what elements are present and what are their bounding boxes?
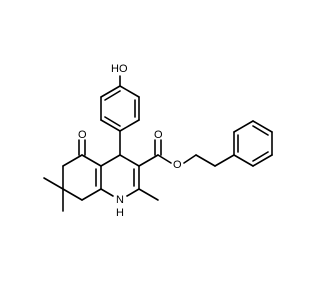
bond-methyl xyxy=(43,177,64,190)
bond xyxy=(100,154,121,167)
bond xyxy=(119,154,140,167)
bond xyxy=(183,154,197,164)
bond xyxy=(252,154,273,167)
ketone-oxygen-label: O xyxy=(78,129,87,141)
bond xyxy=(252,120,273,133)
ester-carbonyl-oxygen-label: O xyxy=(154,129,163,141)
bond xyxy=(81,188,102,201)
bond xyxy=(195,154,216,167)
bond xyxy=(100,85,121,98)
bond xyxy=(233,154,254,167)
bond xyxy=(62,188,83,201)
bond xyxy=(119,85,140,98)
atom-labels: HO O O O N H xyxy=(78,63,182,219)
bond xyxy=(138,154,159,167)
bond-aromatic-inner xyxy=(252,125,269,136)
bond-aromatic-inner xyxy=(252,151,269,162)
bond xyxy=(100,188,114,197)
bond xyxy=(100,119,121,132)
bonds xyxy=(43,75,273,212)
ester-ether-oxygen-label: O xyxy=(173,159,182,171)
ring-nitrogen-label: N xyxy=(116,194,124,206)
hydroxyl-label: HO xyxy=(111,63,128,75)
bond-aromatic-inner xyxy=(104,116,121,127)
bond xyxy=(126,188,140,197)
ring-nitrogen-hydrogen-label: H xyxy=(116,207,124,219)
bond-aromatic-inner xyxy=(104,90,121,101)
bond xyxy=(157,154,172,164)
bond xyxy=(233,120,254,133)
bond-methyl xyxy=(138,188,159,201)
bond xyxy=(81,154,102,167)
bond xyxy=(62,154,83,167)
molecule-structure: HO O O O N H xyxy=(43,63,273,219)
bond xyxy=(119,119,140,132)
bond xyxy=(214,154,235,167)
